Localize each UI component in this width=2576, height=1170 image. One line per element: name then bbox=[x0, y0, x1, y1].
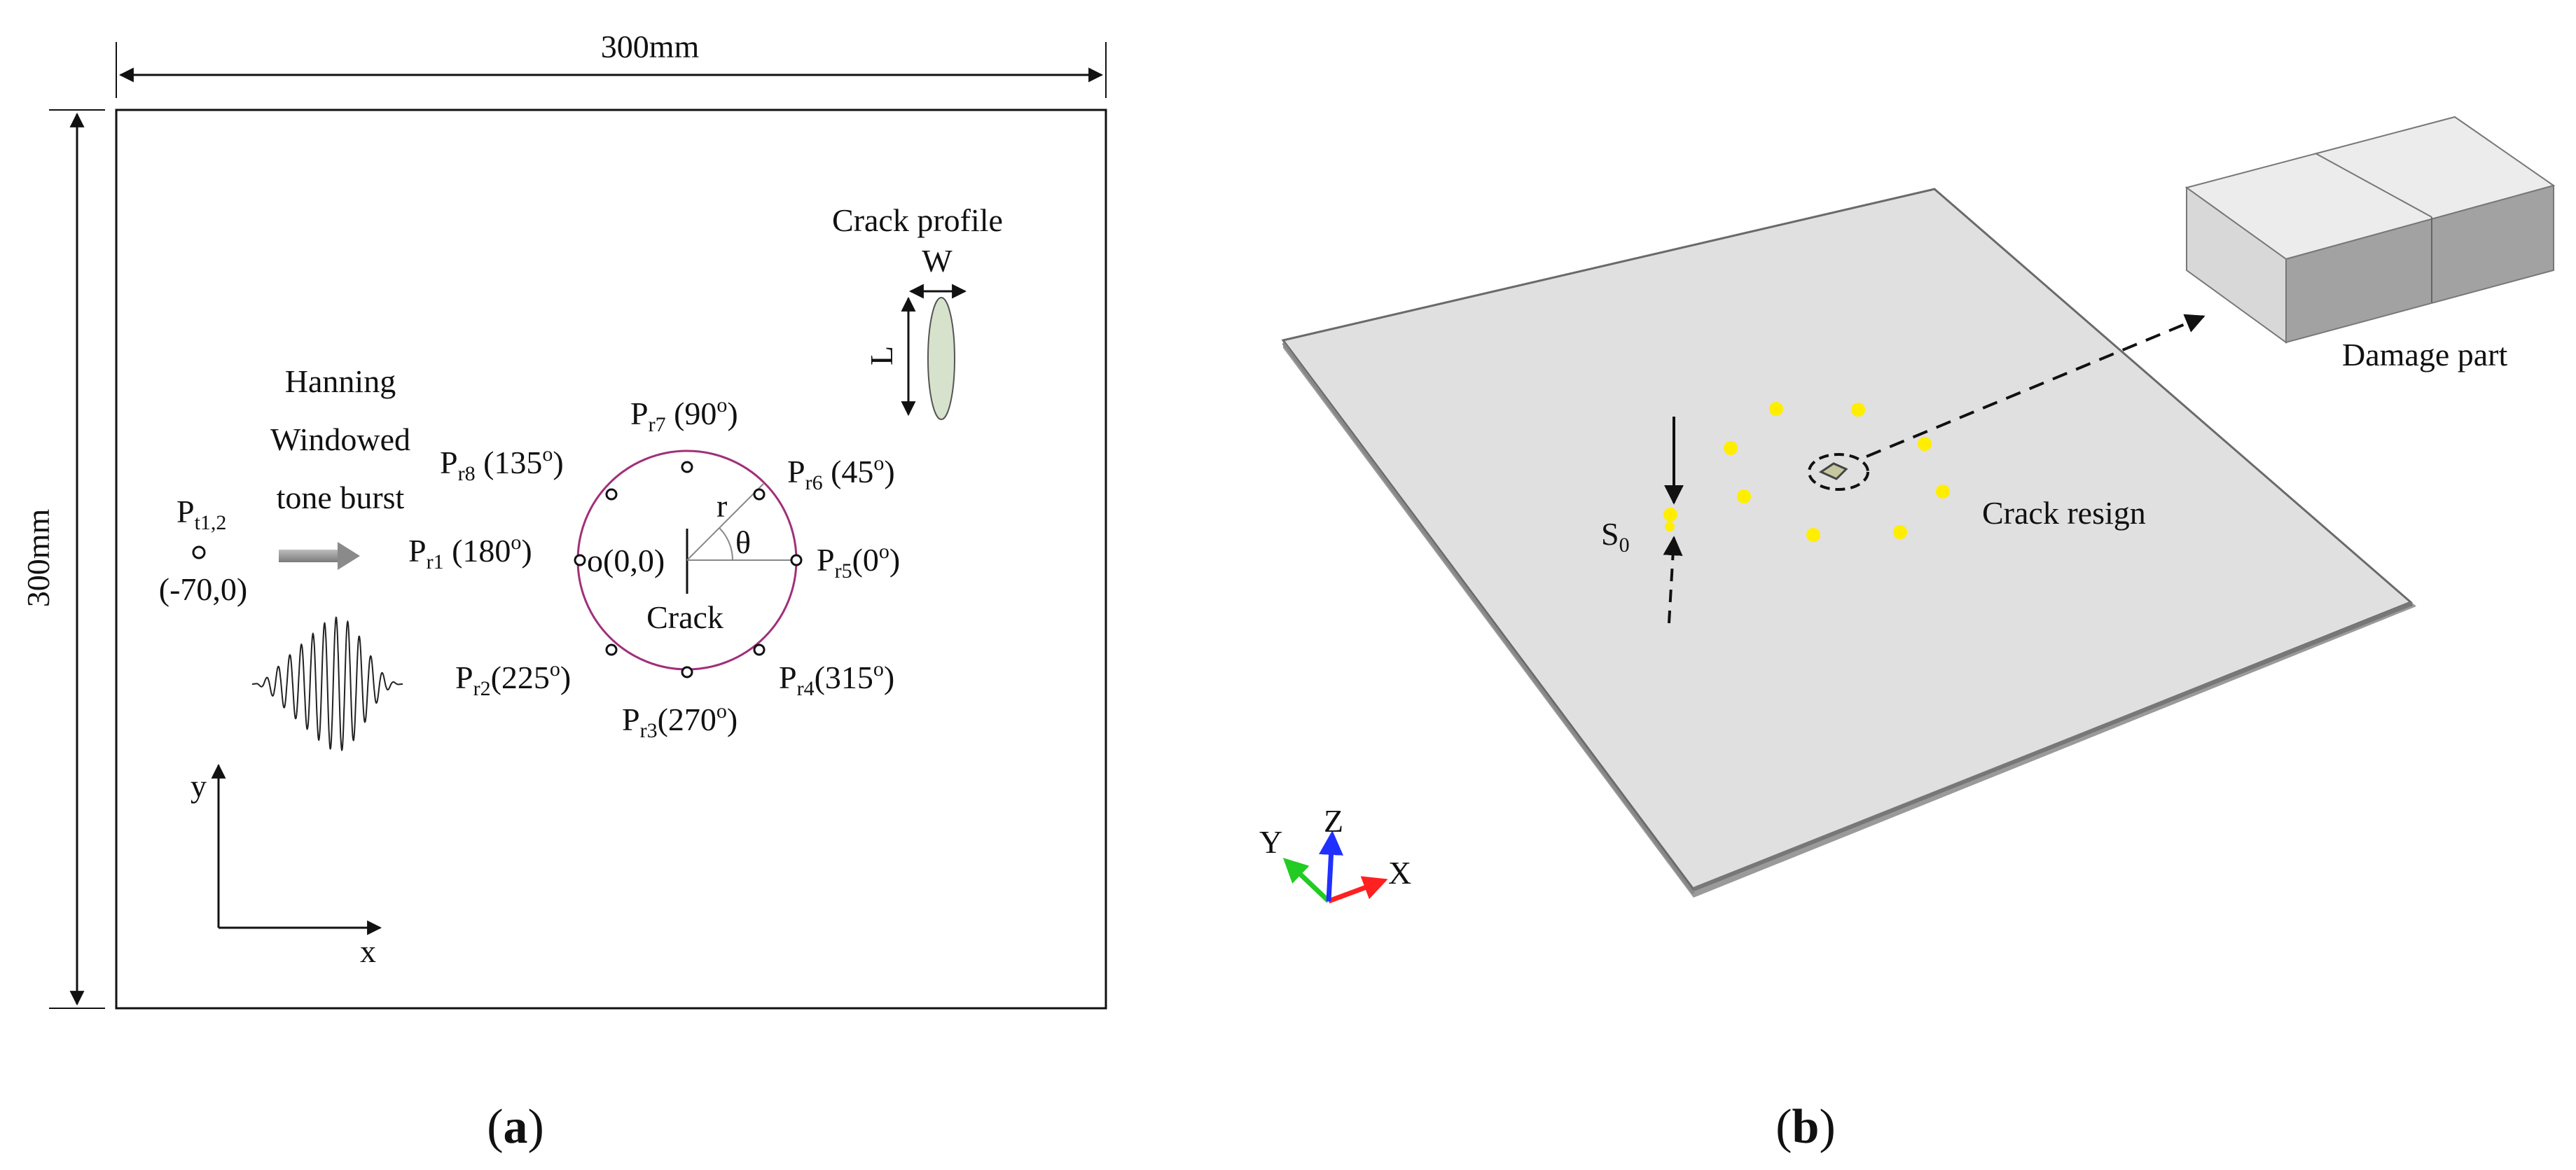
y-axis-label: y bbox=[191, 768, 207, 804]
receiver-label-r6: Pr6 (45o) bbox=[787, 452, 895, 494]
panel-a: 300mm 300mm Crack profile W L Hanning Wi… bbox=[20, 29, 1107, 1154]
x-axis-label: x bbox=[360, 933, 376, 969]
crack-region-element bbox=[1818, 462, 1848, 480]
crack-region-marker bbox=[1808, 453, 1869, 491]
crack-width-label: W bbox=[922, 243, 953, 279]
crack-region-callout bbox=[1866, 314, 2205, 458]
receiver-marker-r2 bbox=[605, 643, 618, 656]
crack-region-label: Crack resign bbox=[1982, 495, 2146, 531]
crack-profile-title: Crack profile bbox=[832, 202, 1003, 238]
source-arrow-up bbox=[1663, 536, 1683, 624]
damage-part-side bbox=[2186, 186, 2287, 344]
sensor-point bbox=[1893, 525, 1907, 539]
plate-front-edge bbox=[1692, 601, 2414, 891]
transducer-label-main: P bbox=[176, 494, 195, 529]
excitation-label-line3: tone burst bbox=[277, 480, 405, 515]
wave-direction-arrow bbox=[279, 542, 360, 570]
triad-z-axis bbox=[1319, 830, 1343, 902]
axis-triad: X Y Z bbox=[1259, 803, 1411, 904]
receiver-marker-r3 bbox=[681, 666, 693, 678]
sensor-point bbox=[1769, 402, 1783, 416]
sensor-points bbox=[1724, 402, 1950, 542]
source-point bbox=[1663, 508, 1677, 522]
receiver-label-r7: Pr7 (90o) bbox=[630, 394, 738, 436]
transducer-coordinate: (-70,0) bbox=[159, 571, 247, 607]
radius-label: r bbox=[716, 488, 727, 524]
sensor-point bbox=[1851, 403, 1865, 417]
damage-part-block bbox=[2184, 116, 2556, 344]
transducer-marker bbox=[192, 545, 206, 559]
damage-part-label: Damage part bbox=[2342, 337, 2507, 372]
receiver-label-r1: Pr1 (180o) bbox=[408, 531, 532, 573]
sensor-point bbox=[1918, 437, 1932, 451]
receiver-label-r2: Pr2(225o) bbox=[455, 657, 571, 700]
receiver-marker-r4 bbox=[753, 643, 766, 656]
receiver-marker-r6 bbox=[753, 488, 766, 501]
receiver-label-r3: Pr3(270o) bbox=[622, 699, 738, 742]
triad-y-axis bbox=[1282, 858, 1331, 903]
receiver-marker-r7 bbox=[681, 461, 693, 473]
sensor-point bbox=[1936, 485, 1950, 499]
panel-b: S0 Crack resign Damage part X Y Z (b) bbox=[1259, 116, 2556, 1154]
receiver-markers bbox=[574, 461, 803, 678]
triad-x-label: X bbox=[1388, 855, 1411, 891]
receiver-label-r8: Pr8 (135o) bbox=[440, 443, 564, 485]
crack-label: Crack bbox=[646, 599, 723, 635]
radius-line bbox=[686, 482, 765, 561]
source-label: S0 bbox=[1601, 516, 1630, 557]
sensor-point bbox=[1737, 489, 1751, 503]
triad-x-axis bbox=[1327, 876, 1388, 904]
plate-left-edge bbox=[1282, 342, 1695, 895]
receiver-marker-r8 bbox=[605, 488, 618, 501]
panel-b-label: (b) bbox=[1775, 1100, 1836, 1154]
sensor-point bbox=[1724, 441, 1738, 455]
triad-y-label: Y bbox=[1259, 824, 1282, 860]
source-point-lower bbox=[1665, 522, 1675, 531]
excitation-label-line2: Windowed bbox=[270, 422, 410, 457]
sensor-point bbox=[1806, 528, 1820, 542]
receiver-marker-r5 bbox=[790, 554, 803, 566]
width-dimension-label: 300mm bbox=[601, 29, 700, 64]
theta-arc bbox=[719, 527, 734, 561]
plate-outline bbox=[115, 109, 1107, 1010]
triad-z-label: Z bbox=[1324, 803, 1343, 839]
receiver-label-r4: Pr4(315o) bbox=[779, 657, 894, 700]
excitation-label-line1: Hanning bbox=[285, 363, 396, 399]
receiver-label-r5: Pr5(0o) bbox=[817, 540, 900, 583]
origin-label: o(0,0) bbox=[587, 543, 665, 578]
transducer-label: Pt1,2 bbox=[176, 494, 226, 534]
crack-profile-ellipse bbox=[927, 297, 955, 420]
panel-a-label: (a) bbox=[487, 1100, 544, 1154]
height-dimension-label: 300mm bbox=[20, 509, 56, 608]
damage-part-crack-top bbox=[2315, 153, 2432, 218]
receiver-marker-r1 bbox=[574, 554, 586, 566]
tone-burst-signal bbox=[252, 616, 403, 752]
transducer-label-sub: t1,2 bbox=[195, 511, 227, 534]
theta-label: θ bbox=[735, 524, 751, 560]
crack-length-label: L bbox=[864, 346, 899, 365]
